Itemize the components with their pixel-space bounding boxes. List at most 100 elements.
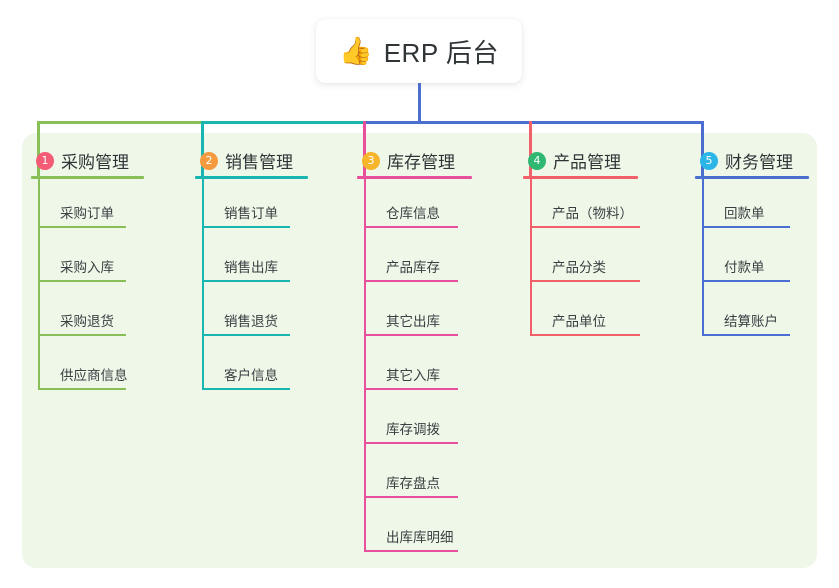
branch-index-badge: 2 [200,151,218,170]
branch-item[interactable]: 采购入库 [38,252,136,282]
branch-index-badge: 5 [700,151,718,170]
branch-title-label: 采购管理 [61,153,129,172]
branch-underline-4 [523,176,638,179]
branch-item[interactable]: 结算账户 [702,306,800,336]
branch-item[interactable]: 产品分类 [530,252,640,282]
branch-item-underline [530,280,640,282]
branch-item-underline [364,496,458,498]
connector-bus-segment-4 [529,121,704,124]
branch-item-label: 库存盘点 [386,476,440,491]
branch-index-badge: 1 [36,151,54,170]
branch-item[interactable]: 产品单位 [530,306,640,336]
branch-item-underline [364,280,458,282]
branch-item[interactable]: 库存调拨 [364,414,462,444]
branch-item-label: 结算账户 [724,314,778,329]
connector-bus-segment-2 [201,121,366,124]
branch-item-label: 产品单位 [552,314,606,329]
branch-item-underline [530,226,640,228]
connector-drop-1 [37,121,40,176]
branch-item-underline [364,388,458,390]
branch-underline-3 [357,176,472,179]
thumbs-up-icon: 👍 [339,35,373,66]
branch-item[interactable]: 销售订单 [202,198,300,228]
branch-item-underline [364,550,458,552]
branch-spine-2 [202,179,204,390]
branch-index-badge: 4 [528,151,546,170]
branch-item-label: 客户信息 [224,368,278,383]
branch-item-label: 采购订单 [60,206,114,221]
connector-drop-5 [701,121,704,176]
connector-root-stem [418,83,421,124]
branch-spine-5 [702,179,704,336]
branch-index-badge: 3 [362,151,380,170]
branch-item[interactable]: 其它入库 [364,360,462,390]
branch-item-underline [38,280,126,282]
branch-item-underline [364,334,458,336]
branch-title-label: 财务管理 [725,153,793,172]
root-node[interactable]: 👍 ERP 后台 [316,19,522,83]
branch-item-label: 其它出库 [386,314,440,329]
branch-item[interactable]: 供应商信息 [38,360,136,390]
branch-item-underline [364,442,458,444]
branch-title-label: 销售管理 [225,153,293,172]
branch-item-label: 产品分类 [552,260,606,275]
connector-bus-segment-1 [37,121,204,124]
connector-drop-2 [201,121,204,176]
branch-header-3[interactable]: 3 库存管理 [362,148,455,173]
branch-item[interactable]: 仓库信息 [364,198,462,228]
branch-item[interactable]: 库存盘点 [364,468,462,498]
branch-item[interactable]: 采购订单 [38,198,136,228]
branch-item-label: 采购退货 [60,314,114,329]
branch-item[interactable]: 付款单 [702,252,800,282]
branch-item-label: 销售订单 [224,206,278,221]
branch-item[interactable]: 其它出库 [364,306,462,336]
connector-bus-segment-3 [363,121,532,124]
branch-spine-1 [38,179,40,390]
branch-item[interactable]: 客户信息 [202,360,300,390]
branch-item-underline [38,388,126,390]
branch-item-underline [38,334,126,336]
branch-spine-4 [530,179,532,336]
branch-header-2[interactable]: 2 销售管理 [200,148,293,173]
branch-underline-2 [195,176,308,179]
branch-item-label: 回款单 [724,206,765,221]
branch-item-underline [202,334,290,336]
branch-underline-5 [695,176,809,179]
branch-item-label: 产品库存 [386,260,440,275]
diagram-panel [22,133,817,568]
branch-item-label: 销售退货 [224,314,278,329]
branch-item[interactable]: 回款单 [702,198,800,228]
branch-title-label: 库存管理 [387,153,455,172]
branch-item-underline [530,334,640,336]
branch-item-underline [702,334,790,336]
root-node-content: 👍 ERP 后台 [339,33,499,70]
branch-item[interactable]: 采购退货 [38,306,136,336]
branch-item-label: 出库库明细 [386,530,454,545]
branch-item-underline [364,226,458,228]
branch-item[interactable]: 销售出库 [202,252,300,282]
root-node-label: ERP 后台 [383,37,499,68]
branch-item[interactable]: 产品（物料） [530,198,640,228]
branch-item-underline [702,280,790,282]
branch-header-1[interactable]: 1 采购管理 [36,148,129,173]
branch-item[interactable]: 销售退货 [202,306,300,336]
branch-item-label: 付款单 [724,260,765,275]
branch-underline-1 [31,176,144,179]
branch-item[interactable]: 产品库存 [364,252,462,282]
branch-item-underline [202,226,290,228]
branch-item-label: 仓库信息 [386,206,440,221]
branch-item-label: 采购入库 [60,260,114,275]
branch-item-label: 供应商信息 [60,368,128,383]
branch-item-underline [38,226,126,228]
branch-item-label: 产品（物料） [552,206,633,221]
branch-item-label: 销售出库 [224,260,278,275]
branch-item-label: 库存调拨 [386,422,440,437]
branch-item-underline [202,388,290,390]
branch-item-label: 其它入库 [386,368,440,383]
connector-drop-4 [529,121,532,176]
branch-item[interactable]: 出库库明细 [364,522,462,552]
branch-item-underline [202,280,290,282]
branch-header-5[interactable]: 5 财务管理 [700,148,793,173]
